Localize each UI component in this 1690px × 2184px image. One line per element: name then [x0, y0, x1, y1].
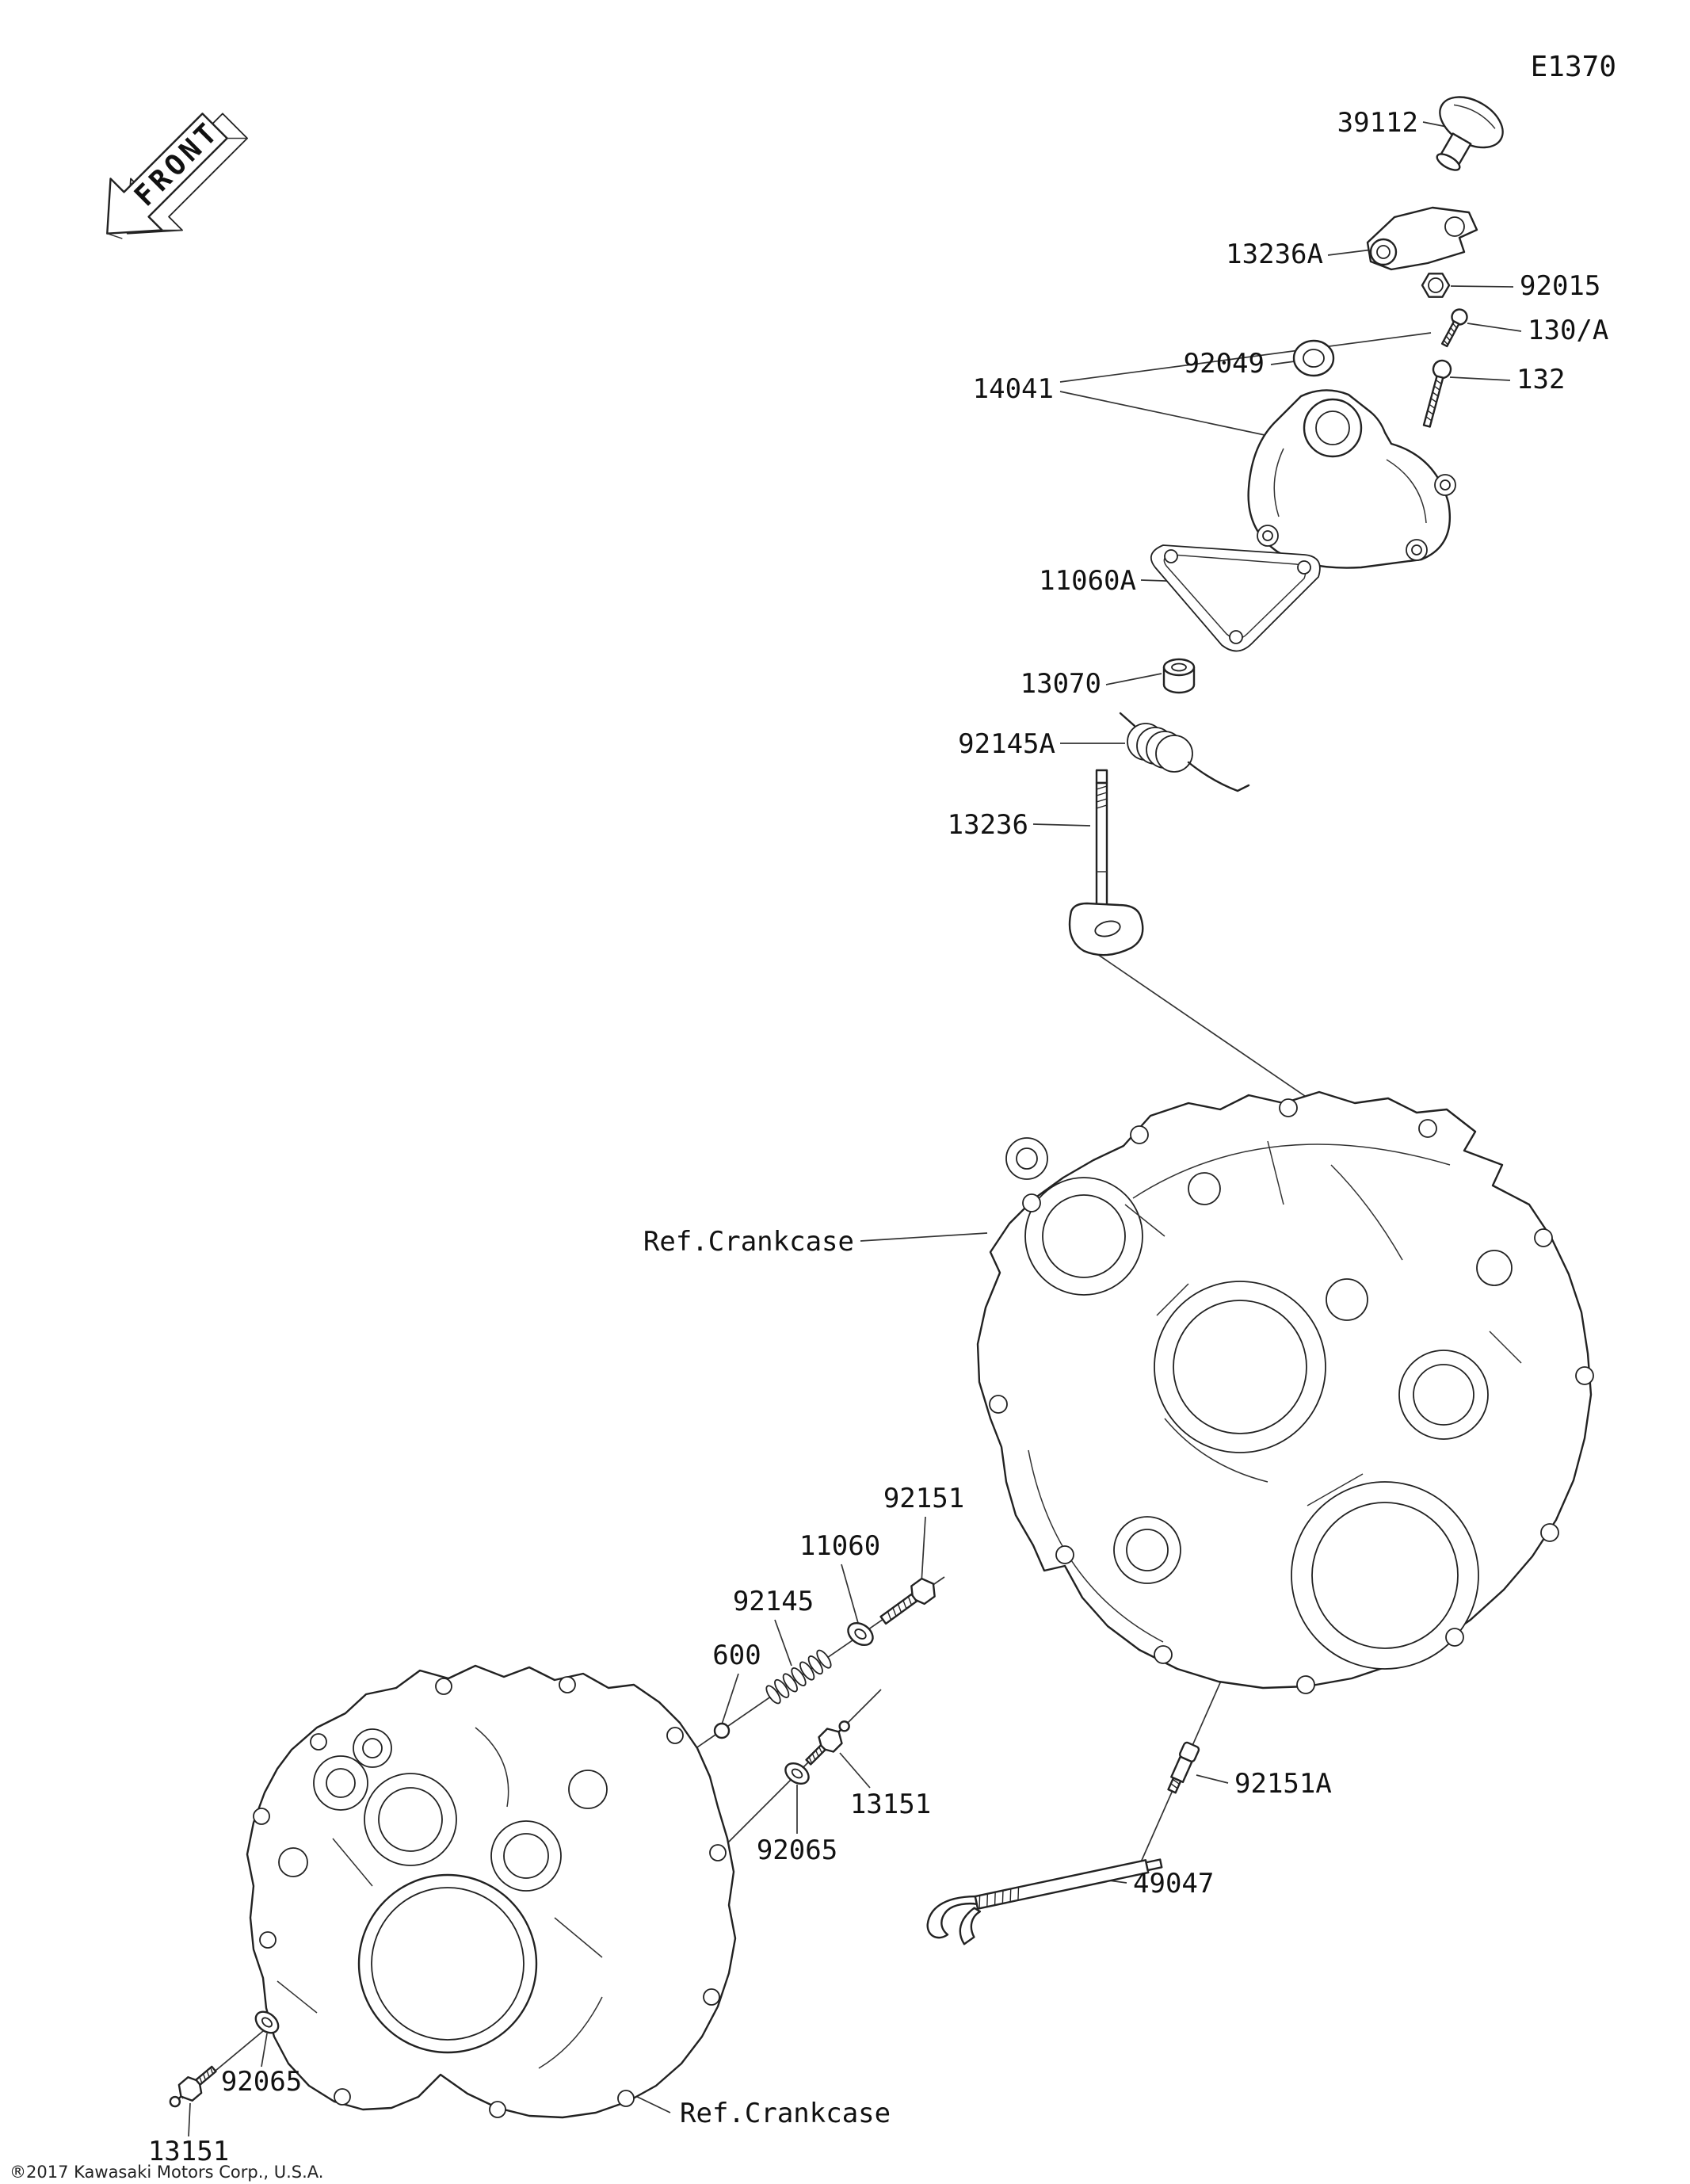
label-130A: 130/A [1528, 315, 1608, 346]
label-92145A: 92145A [958, 728, 1055, 760]
label-92151A: 92151A [1234, 1768, 1332, 1800]
part-13151-switch-bottom [169, 2065, 217, 2108]
part-13236A-lever-arm [1366, 206, 1478, 271]
label-92049: 92049 [1184, 348, 1265, 380]
part-13236-shift-shaft [1068, 769, 1144, 956]
part-39112-shift-lever [1436, 96, 1504, 171]
label-13151-mid: 13151 [850, 1789, 931, 1820]
label-13151-bottom: 13151 [148, 2136, 229, 2167]
part-14041-cover [1247, 389, 1456, 569]
part-labels: E1370 39112 13236A 92015 130/A 92049 132… [148, 51, 1616, 2167]
copyright-text: ®2017 Kawasaki Motors Corp., U.S.A. [10, 2163, 323, 2182]
part-130A-bolt [1440, 308, 1468, 348]
label-ref-crankcase-upper: Ref.Crankcase [643, 1226, 854, 1258]
crankcase-lower-bolt-holes [253, 1676, 727, 2118]
label-13070: 13070 [1020, 668, 1101, 700]
label-49047: 49047 [1133, 1868, 1214, 1900]
label-39112: 39112 [1337, 107, 1418, 139]
label-132: 132 [1516, 364, 1565, 395]
label-92065-mid: 92065 [757, 1835, 837, 1866]
part-13151-switch [805, 1720, 850, 1766]
label-92065-bottom: 92065 [221, 2066, 302, 2098]
label-11060A: 11060A [1039, 565, 1136, 597]
label-600: 600 [712, 1640, 761, 1671]
front-arrow: FRONT [106, 113, 248, 239]
label-13236A: 13236A [1226, 239, 1323, 270]
label-92145: 92145 [733, 1586, 814, 1617]
part-92015-nut [1421, 273, 1451, 298]
crankcase-upper-bolt-holes [989, 1098, 1594, 1694]
part-92049-bearing [1292, 339, 1335, 377]
label-14041: 14041 [973, 373, 1054, 405]
part-11060A-gasket [1150, 544, 1321, 652]
label-13236: 13236 [948, 809, 1028, 841]
part-92065-washer [784, 1762, 810, 1785]
part-132-bolt [1422, 359, 1452, 428]
part-92151-bolt [879, 1577, 936, 1625]
part-11060-washer [847, 1621, 874, 1647]
part-13070-bushing [1162, 658, 1196, 694]
label-ref-crankcase-lower: Ref.Crankcase [680, 2098, 891, 2129]
part-49047-shift-rod [926, 1858, 1163, 1945]
crankcase-lower [246, 1664, 737, 2119]
label-92015: 92015 [1520, 270, 1600, 302]
part-92151A-bolt [1167, 1741, 1200, 1794]
label-11060: 11060 [799, 1530, 880, 1562]
label-92151: 92151 [883, 1483, 964, 1514]
diagram-code: E1370 [1531, 51, 1616, 83]
crankcase-upper [976, 1090, 1594, 1694]
part-92145-spring [765, 1649, 832, 1705]
part-92065-washer-bottom [254, 2010, 280, 2034]
part-92145A-torsion-spring [1119, 712, 1250, 792]
part-600-ball [713, 1722, 731, 1739]
